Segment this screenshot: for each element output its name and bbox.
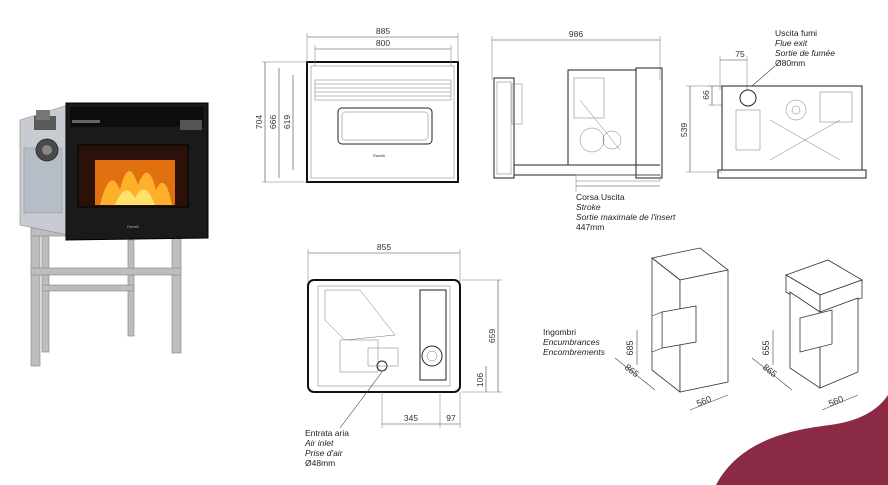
- side-view: 986 Corsa Uscita Stroke Sortie maximale …: [491, 29, 676, 232]
- dim-front-height-total: 704: [254, 115, 264, 129]
- dim-top-inlet-x: 345: [404, 413, 418, 423]
- flue-caption-it: Uscita fumi: [775, 28, 817, 38]
- corner-accent-wave: [716, 395, 888, 485]
- air-caption-en: Air inlet: [304, 438, 334, 448]
- encumbrance-box-2: 655 865 560: [751, 259, 863, 411]
- dim-front-width-inner: 800: [376, 38, 390, 48]
- stove-side-internals: [19, 104, 69, 236]
- stroke-caption-it: Corsa Uscita: [576, 192, 625, 202]
- dim-box1-depth: 560: [695, 394, 713, 409]
- stove-stand: [30, 227, 182, 367]
- top-view: 855 659 106 345 97 Entrata aria Air inle…: [304, 242, 502, 468]
- dim-top-inlet-edge: 97: [446, 413, 456, 423]
- dim-side-width: 986: [569, 29, 583, 39]
- flue-caption-fr: Sortie de fumée: [775, 48, 835, 58]
- encumbrance-box-1: 685 865 560: [614, 247, 729, 411]
- dim-box2-height: 655: [761, 340, 771, 355]
- stove-brand-logo: Ravelli: [127, 224, 139, 229]
- dim-box2-width: 865: [761, 362, 779, 379]
- stove-product-illustration: Ravelli: [19, 102, 209, 367]
- encumbrance-caption: Ingombri Encumbrances Encombrements: [543, 327, 606, 357]
- dim-top-depth: 659: [487, 329, 497, 343]
- dim-box1-height: 685: [625, 340, 635, 355]
- dim-rear-offset-y: 66: [701, 90, 711, 100]
- rear-view: Uscita fumi Flue exit Sortie de fumée Ø8…: [679, 28, 867, 179]
- flue-caption-en: Flue exit: [775, 38, 808, 48]
- front-view: Ravelli 885 800 704 666 619: [254, 26, 459, 183]
- air-caption-value: Ø48mm: [305, 458, 335, 468]
- dim-box2-depth: 560: [827, 394, 845, 409]
- stroke-caption-value: 447mm: [576, 222, 604, 232]
- stroke-caption-en: Stroke: [576, 202, 601, 212]
- dim-front-height-a: 666: [268, 115, 278, 129]
- stove-front-body: Ravelli: [65, 102, 209, 241]
- air-caption-it: Entrata aria: [305, 428, 349, 438]
- dim-front-height-b: 619: [282, 115, 292, 129]
- front-view-brand: Ravelli: [373, 153, 385, 158]
- dim-rear-offset-x: 75: [735, 49, 745, 59]
- flue-caption-value: Ø80mm: [775, 58, 805, 68]
- dim-top-width: 855: [377, 242, 391, 252]
- air-caption-fr: Prise d'air: [305, 448, 344, 458]
- dim-top-inlet-y: 106: [475, 373, 485, 387]
- encumbrance-caption-it: Ingombri: [543, 327, 576, 337]
- dim-front-width-outer: 885: [376, 26, 390, 36]
- dim-rear-height: 539: [679, 123, 689, 137]
- encumbrance-caption-en: Encumbrances: [543, 337, 600, 347]
- encumbrance-caption-fr: Encombrements: [543, 347, 606, 357]
- stroke-caption-fr: Sortie maximale de l'insert: [576, 212, 676, 222]
